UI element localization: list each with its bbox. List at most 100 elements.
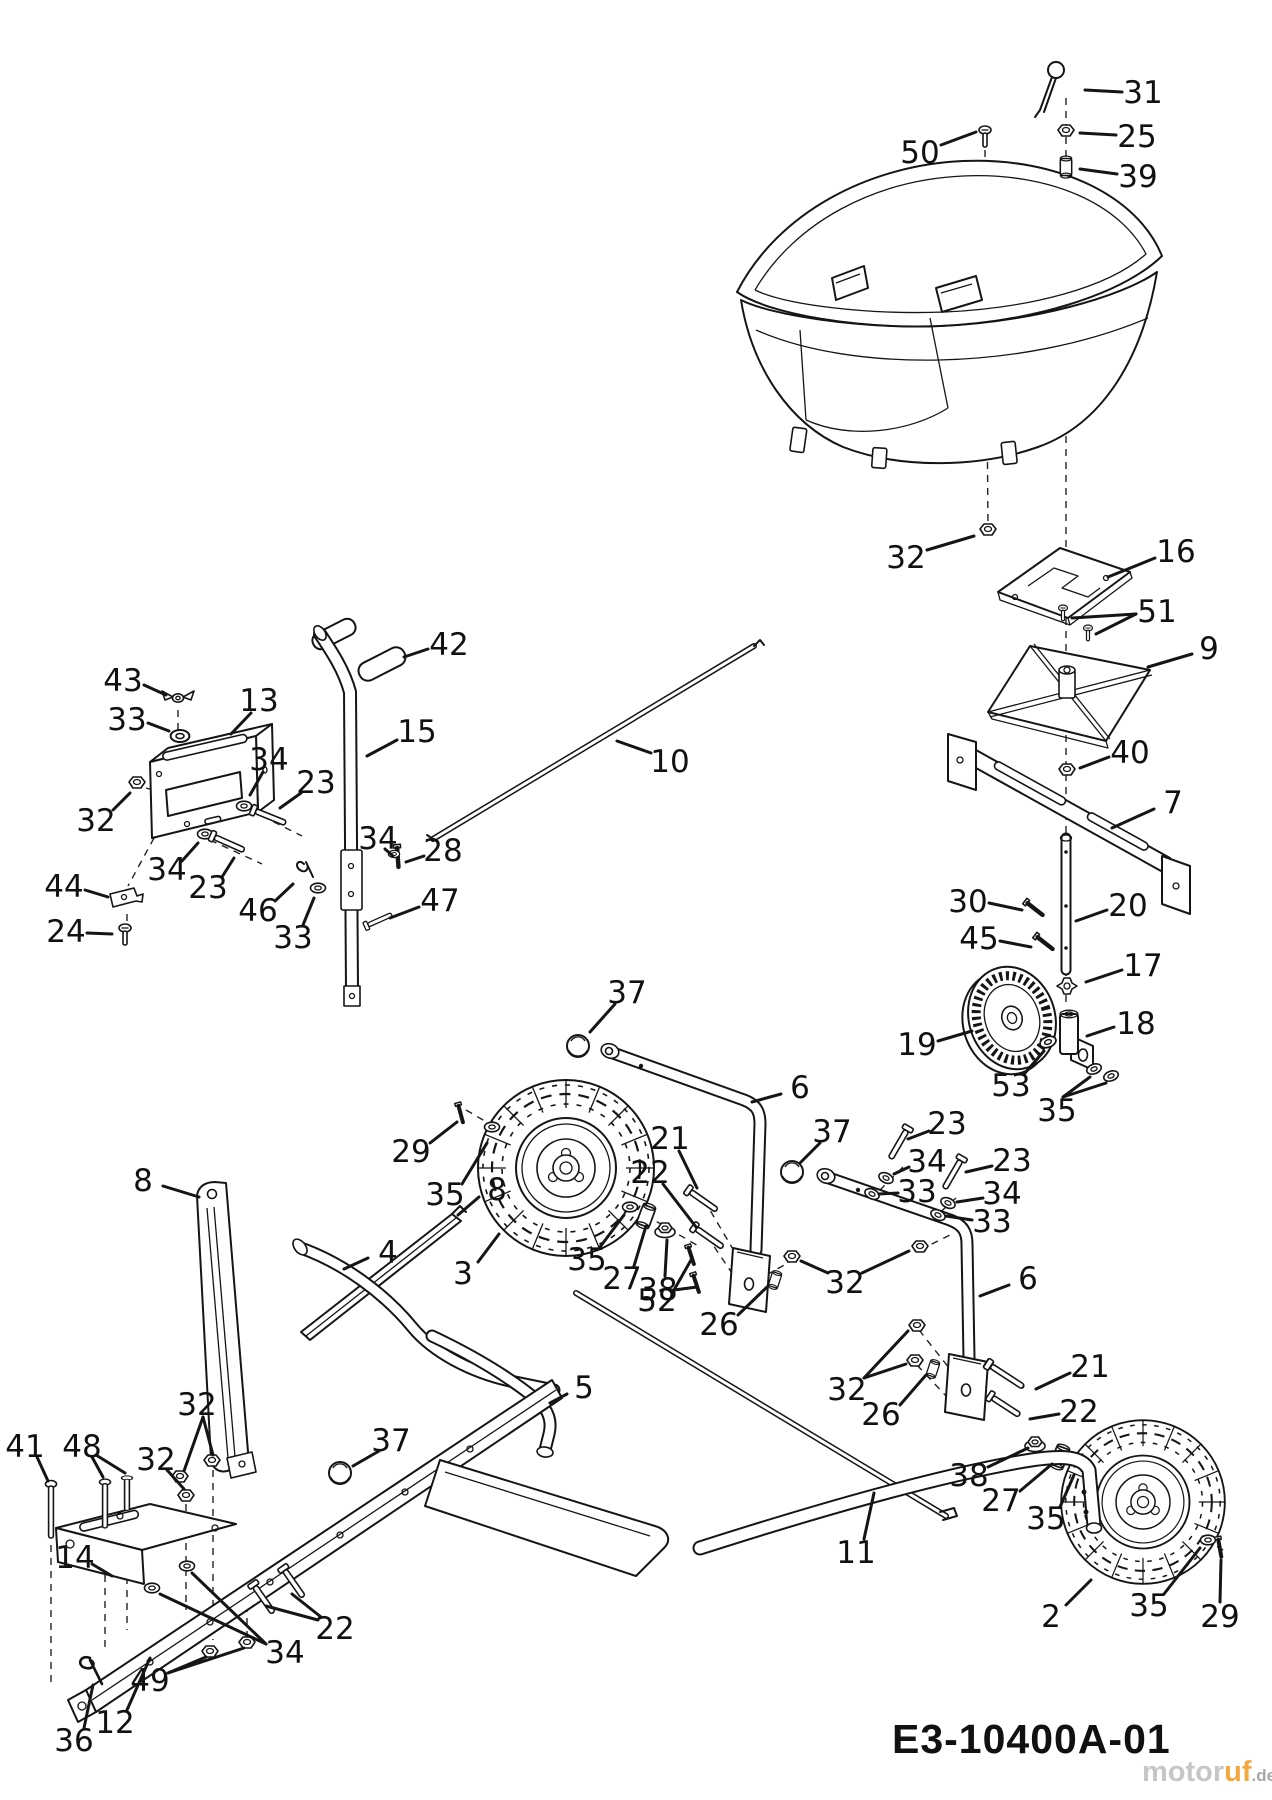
leader-line-26 xyxy=(898,1373,928,1407)
bushing-39 xyxy=(1059,155,1073,179)
part-number-41: 41 xyxy=(5,1429,44,1465)
part-number-5: 5 xyxy=(574,1370,594,1406)
leader-line-52 xyxy=(672,1258,693,1292)
part-number-37: 37 xyxy=(607,975,646,1011)
leader-line-35 xyxy=(1058,1473,1076,1509)
part-number-32: 32 xyxy=(136,1442,175,1478)
part-number-48: 48 xyxy=(62,1429,101,1465)
part-number-7: 7 xyxy=(1163,785,1183,821)
part-number-2: 2 xyxy=(1041,1599,1061,1635)
watermark-brand-gray: motor xyxy=(1142,1756,1225,1788)
leader-line-49 xyxy=(166,1646,246,1675)
pin-29 xyxy=(452,1099,468,1126)
leader-line-38 xyxy=(663,1238,669,1278)
cross-tube xyxy=(692,1450,1103,1556)
leader-line-32 xyxy=(862,1329,910,1380)
leader-line-7 xyxy=(1110,807,1156,830)
leader-line-39 xyxy=(1078,167,1119,176)
part-number-32: 32 xyxy=(825,1265,864,1301)
part-number-24: 24 xyxy=(46,914,85,950)
pin-29 xyxy=(1212,1534,1227,1560)
part-number-25: 25 xyxy=(1117,119,1156,155)
impeller xyxy=(987,643,1153,749)
leader-line-32 xyxy=(799,1259,830,1275)
part-number-29: 29 xyxy=(391,1134,430,1170)
part-number-32: 32 xyxy=(177,1387,216,1423)
leader-line-5 xyxy=(548,1392,569,1405)
part-number-29: 29 xyxy=(1200,1599,1239,1635)
part-number-32: 32 xyxy=(76,803,115,839)
part-number-30: 30 xyxy=(948,884,987,920)
part-number-20: 20 xyxy=(1108,888,1147,924)
nut-32 xyxy=(911,1240,929,1253)
rod-clamp xyxy=(109,887,144,908)
leader-line-38 xyxy=(986,1446,1030,1469)
part-number-44: 44 xyxy=(44,869,83,905)
part-number-11: 11 xyxy=(836,1535,875,1571)
part-number-50: 50 xyxy=(900,135,939,171)
part-number-34: 34 xyxy=(265,1635,304,1671)
leader-line-34 xyxy=(955,1196,985,1204)
leader-line-18 xyxy=(1085,1025,1116,1038)
screw-24 xyxy=(118,923,132,946)
part-number-32: 32 xyxy=(827,1372,866,1408)
leader-line-19 xyxy=(936,1029,974,1043)
part-number-12: 12 xyxy=(95,1705,134,1741)
nut-32 xyxy=(177,1489,195,1502)
leader-line-44 xyxy=(83,888,110,899)
part-number-28: 28 xyxy=(423,833,462,869)
part-number-10: 10 xyxy=(650,744,689,780)
wheel-3 xyxy=(476,1078,656,1258)
leader-line-34 xyxy=(248,770,265,797)
washer-34 xyxy=(143,1582,161,1594)
nut-32 xyxy=(203,1454,221,1467)
pin-45 xyxy=(1033,932,1055,951)
leader-line-15 xyxy=(365,738,399,758)
part-number-51: 51 xyxy=(1137,594,1176,630)
wing-nut xyxy=(161,690,195,703)
hopper xyxy=(736,159,1163,470)
cap-37 xyxy=(566,1034,590,1058)
leader-line-37 xyxy=(588,1002,617,1034)
leader-line-8 xyxy=(161,1184,201,1199)
nut-32 xyxy=(128,776,146,789)
part-number-26: 26 xyxy=(699,1307,738,1343)
leader-line-31 xyxy=(1083,88,1124,94)
cotter-pin xyxy=(1034,61,1065,118)
part-number-23: 23 xyxy=(927,1106,966,1142)
washer-34 xyxy=(235,800,253,812)
leader-line-34 xyxy=(892,1165,911,1176)
leader-line-46 xyxy=(273,882,295,903)
leader-line-9 xyxy=(1146,652,1194,669)
leader-line-6 xyxy=(978,1283,1011,1298)
axle-rod xyxy=(573,1290,958,1521)
leader-line-51 xyxy=(1094,612,1138,636)
washer-34 xyxy=(938,1194,958,1212)
leader-line-23 xyxy=(964,1164,994,1174)
leader-line-33 xyxy=(877,1191,900,1196)
part-number-47: 47 xyxy=(420,883,459,919)
part-number-40: 40 xyxy=(1110,735,1149,771)
washer-34 xyxy=(876,1169,896,1187)
wire-clip-46 xyxy=(296,860,314,878)
washer-34 xyxy=(178,1560,196,1572)
leader-line-53 xyxy=(1023,1049,1046,1075)
washer-33 xyxy=(169,729,191,743)
brace-strap xyxy=(300,1205,467,1341)
part-number-42: 42 xyxy=(429,627,468,663)
part-number-18: 18 xyxy=(1116,1006,1155,1042)
nut-49 xyxy=(201,1645,219,1658)
leader-line-40 xyxy=(1078,755,1111,770)
watermark-tld: .de xyxy=(1251,1766,1272,1785)
part-number-33: 33 xyxy=(273,920,312,956)
leader-line-32 xyxy=(111,791,132,812)
leader-line-23 xyxy=(906,1129,931,1141)
gear xyxy=(961,965,1057,1076)
leader-line-30 xyxy=(987,901,1024,912)
leader-line-35 xyxy=(1061,1081,1108,1099)
part-number-13: 13 xyxy=(239,683,278,719)
hopper-strap xyxy=(196,1181,257,1479)
slide-plate xyxy=(997,547,1133,626)
leader-line-23 xyxy=(220,856,236,879)
